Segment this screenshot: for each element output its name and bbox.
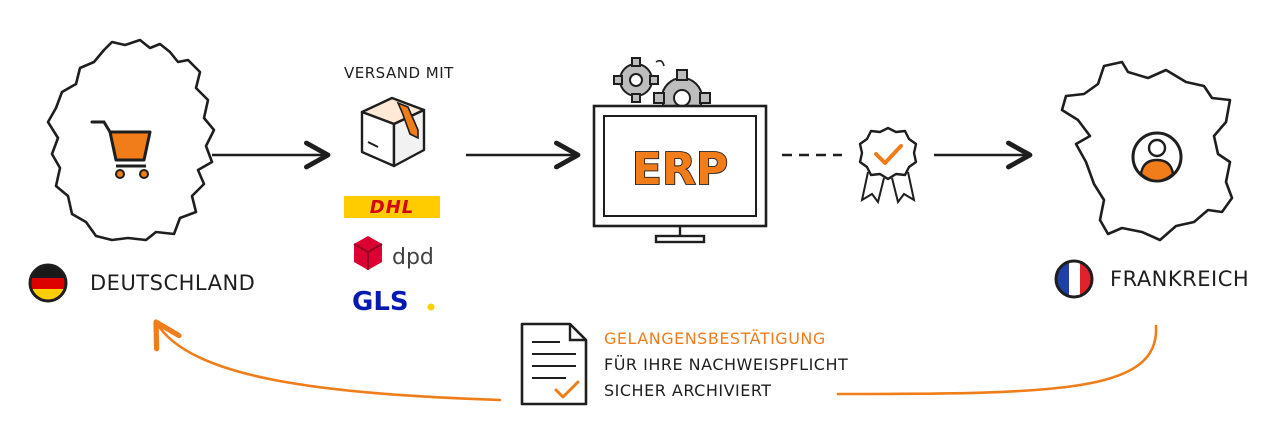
erp-label: ERP <box>632 144 728 195</box>
monitor-icon: ERP <box>592 104 768 244</box>
dhl-logo: DHL <box>344 196 440 218</box>
france-label: FRANKREICH <box>1110 267 1250 291</box>
france-flag-icon <box>1054 259 1094 299</box>
certificate-badge-icon <box>858 126 918 205</box>
parcel-box-icon <box>360 96 426 168</box>
gls-logo: GLS <box>352 287 435 317</box>
dpd-logo: dpd <box>353 236 434 270</box>
shopping-cart-icon <box>90 120 152 179</box>
signed-document-icon <box>520 322 588 406</box>
return-arrow-left-segment <box>153 319 502 402</box>
confirmation-line-1: FÜR IHRE NACHWEISPFLICHT <box>604 355 849 374</box>
dpd-logo-text: dpd <box>392 245 434 270</box>
confirmation-title: GELANGENSBESTÄTIGUNG <box>604 329 826 348</box>
dhl-logo-text: DHL <box>370 197 414 218</box>
germany-map-icon <box>46 38 216 242</box>
confirmation-line-2: SICHER ARCHIVIERT <box>604 381 772 400</box>
shipping-label: VERSAND MIT <box>344 64 454 82</box>
france-map-icon <box>1060 60 1234 242</box>
gls-logo-text: GLS <box>352 287 409 317</box>
germany-flag-icon <box>28 263 68 303</box>
user-location-icon <box>1131 131 1183 183</box>
germany-label: DEUTSCHLAND <box>90 271 256 295</box>
return-arrow-right-segment <box>836 324 1158 396</box>
